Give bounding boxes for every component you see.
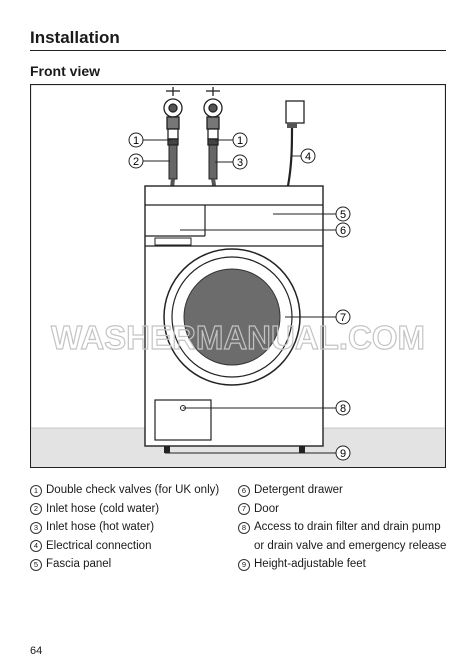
callout-5: 5	[335, 206, 351, 222]
power-cable	[286, 127, 294, 187]
callout-9-label: 9	[340, 448, 346, 460]
legend-text: Fascia panel	[46, 558, 112, 571]
callout-1-right: 1	[232, 132, 248, 148]
callout-7-label: 7	[340, 312, 346, 324]
legend-item: 7 Door	[238, 500, 453, 519]
foot-right	[299, 446, 305, 453]
door-glass	[183, 268, 281, 366]
callout-2: 2	[128, 153, 144, 169]
title-rule	[30, 50, 446, 51]
legend-item: 8 Access to drain filter and drain pump o…	[238, 518, 453, 555]
legend-item: 3 Inlet hose (hot water)	[30, 518, 235, 537]
callout-5-label: 5	[340, 209, 346, 221]
legend-text: Double check valves (for UK only)	[46, 484, 220, 496]
callout-1-right-label: 1	[237, 135, 243, 147]
subheading: Front view	[30, 63, 101, 79]
legend-item: 9 Height-adjustable feet	[238, 555, 453, 574]
legend-item: 6 Detergent drawer	[238, 481, 453, 500]
callout-8: 8	[335, 400, 351, 416]
callout-2-label: 2	[133, 156, 139, 168]
legend-text: Door	[254, 502, 279, 515]
callout-6: 6	[335, 222, 351, 238]
callout-4-label: 4	[305, 151, 311, 163]
callout-1-left-label: 1	[133, 135, 139, 147]
hot-water-tap	[203, 87, 223, 180]
page-number: 64	[30, 645, 43, 657]
foot-left	[164, 446, 170, 453]
legend-number: 6	[238, 484, 250, 497]
legend-item: 1 Double check valves (for UK only)	[30, 481, 235, 500]
legend-text: Access to drain filter and drain pump or…	[254, 521, 447, 552]
callout-6-label: 6	[340, 225, 346, 237]
front-view-figure: WASHERMANUAL.COM 1 2 1 3 4 5 6 7 8 9	[30, 84, 446, 468]
leader-lines	[143, 139, 336, 454]
legend-text: Electrical connection	[46, 539, 152, 552]
watermark: WASHERMANUAL.COM	[51, 319, 425, 356]
drawer-handle	[154, 237, 192, 246]
cold-water-tap	[163, 87, 183, 180]
legend-text: Inlet hose (cold water)	[46, 502, 160, 515]
callout-7: 7	[335, 309, 351, 325]
legend-number: 1	[30, 484, 42, 497]
legend-number: 8	[238, 521, 250, 534]
callout-3: 3	[232, 154, 248, 170]
legend-number: 9	[238, 558, 250, 571]
legend-text: Height-adjustable feet	[254, 558, 366, 571]
legend-number: 5	[30, 558, 42, 571]
callout-1-left: 1	[128, 132, 144, 148]
legend-number: 4	[30, 540, 42, 553]
legend-number: 3	[30, 521, 42, 534]
legend-number: 2	[30, 503, 42, 516]
callout-4: 4	[300, 148, 316, 164]
callout-9: 9	[335, 445, 351, 461]
legend-item: 2 Inlet hose (cold water)	[30, 500, 235, 519]
legend-item: 5 Fascia panel	[30, 555, 235, 574]
electrical-socket	[285, 100, 305, 187]
callout-3-label: 3	[237, 157, 243, 169]
section-title: Installation	[30, 28, 120, 47]
callout-8-label: 8	[340, 403, 346, 415]
legend-right-column: 6 Detergent drawer 7 Door 8 Access to drain…	[238, 481, 453, 574]
legend-text: Detergent drawer	[254, 484, 343, 496]
legend-item: 4 Electrical connection	[30, 537, 235, 556]
washing-machine	[144, 185, 324, 453]
legend-text: Inlet hose (hot water)	[46, 521, 155, 534]
legend-number: 7	[238, 503, 250, 516]
